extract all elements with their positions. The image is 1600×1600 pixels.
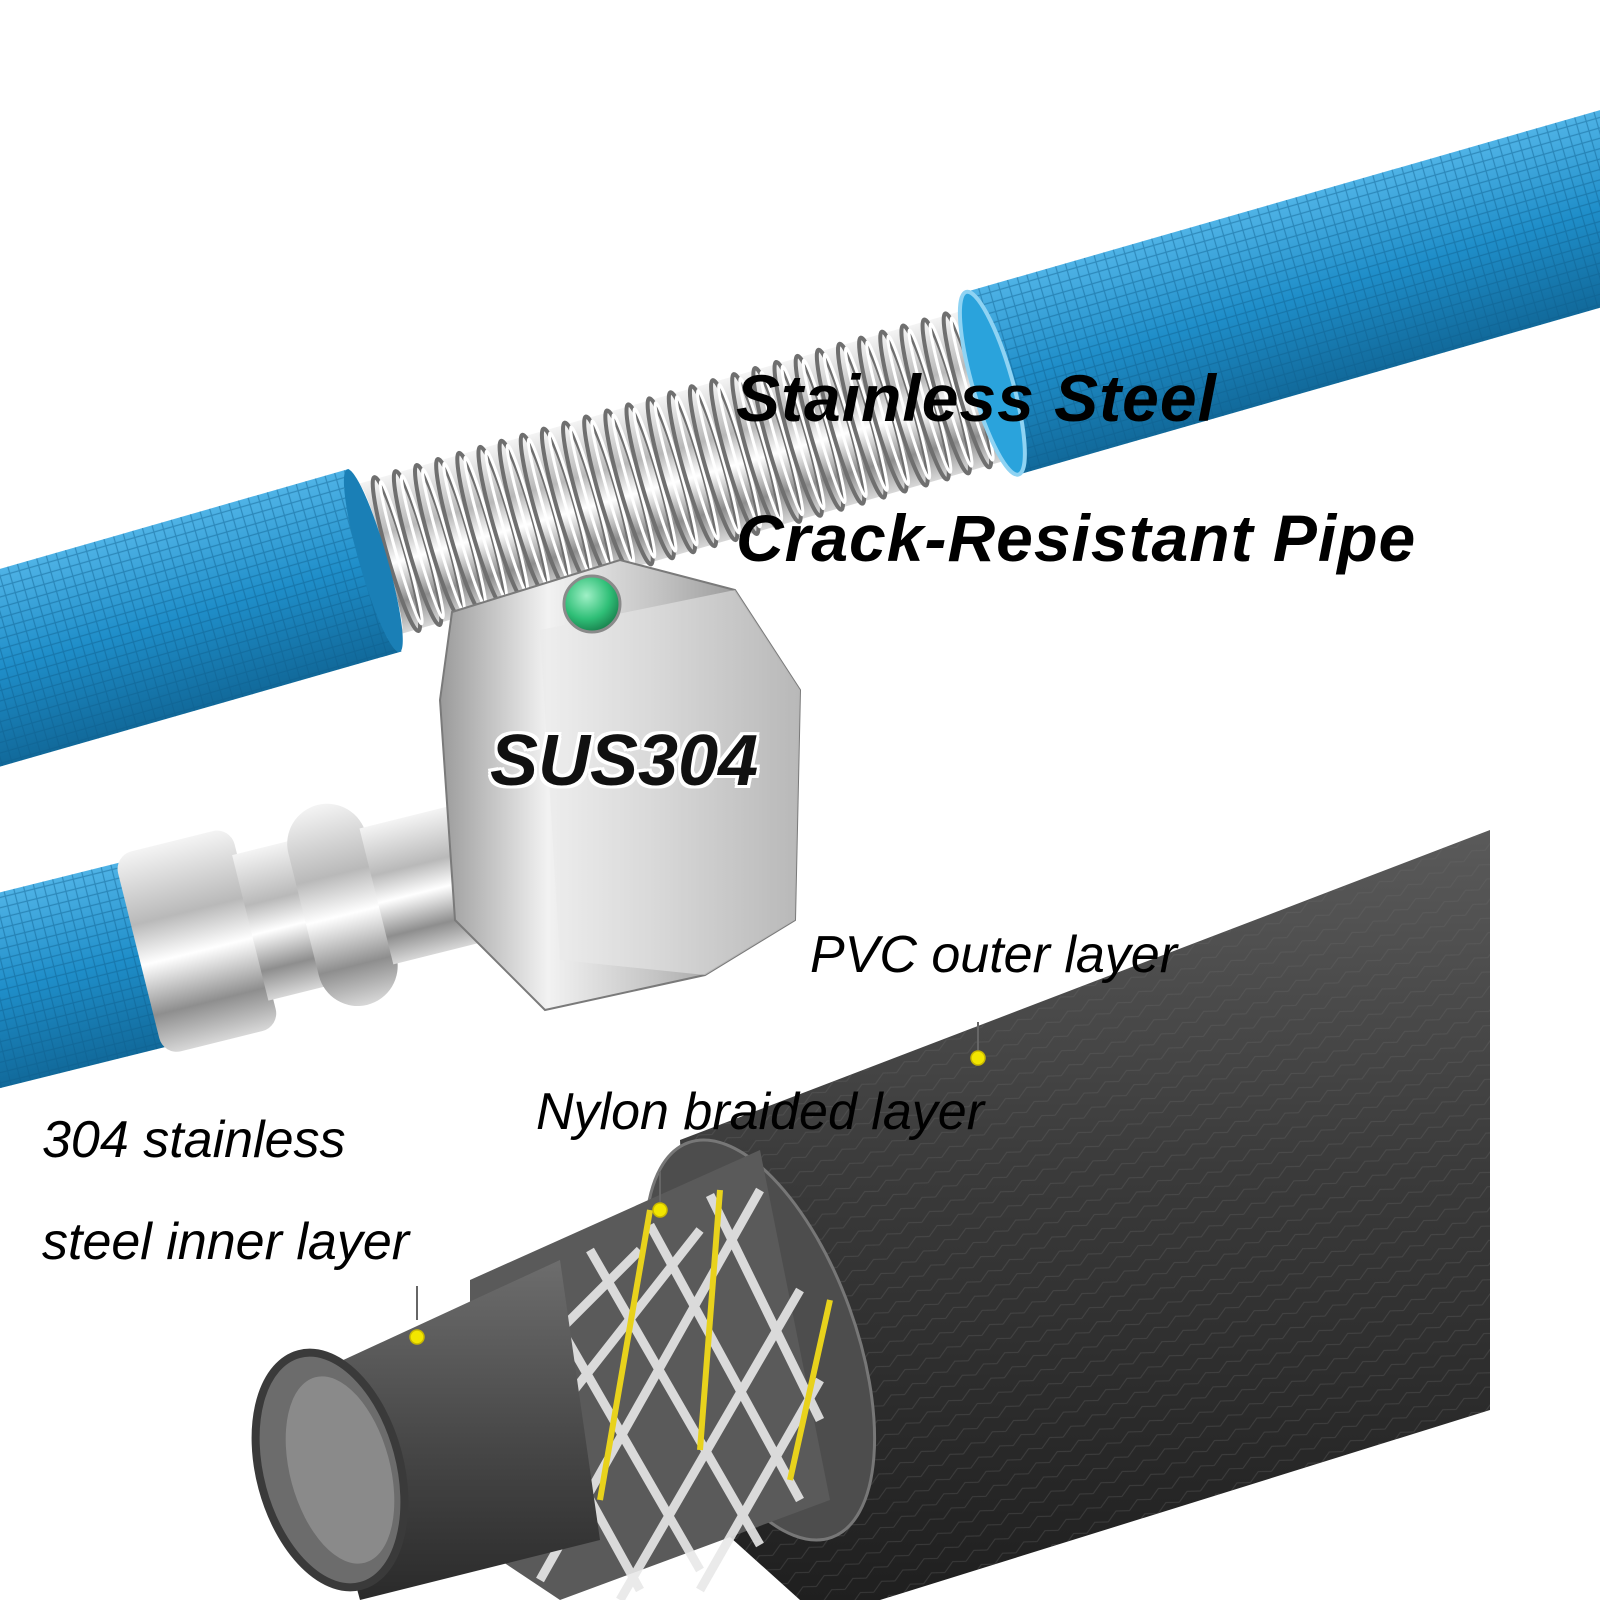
bellows-rib-highlight [928,322,974,468]
bellows-rib-highlight [780,364,826,511]
ferrule [117,830,277,1052]
indicator-dot [562,574,622,634]
nylon-pointer-dot [652,1202,668,1218]
headline-line-2: Crack-Resistant Pipe [736,501,1417,575]
bellows-rib-highlight [399,474,445,620]
cutaway-pipe [251,830,1490,1600]
label-inner-layer-line-2: steel inner layer [42,1213,410,1271]
bellows-rib-highlight [653,401,699,547]
bellows-rib-highlight [695,389,741,535]
bellows-rib-highlight [907,328,953,474]
pvc-pointer-dot [970,1050,986,1066]
bellows-rib-highlight [844,346,889,492]
bellows-rib-highlight [886,334,932,480]
bellows-rib-highlight [822,352,868,499]
label-inner-layer-line-1: 304 stainless [42,1111,346,1169]
bellows-rib-highlight [801,358,847,505]
inner-pointer-dot [409,1329,425,1345]
headline-line-1: Stainless Steel [736,361,1217,435]
callout-pointers [416,1022,979,1320]
bellows-rib-highlight [611,413,657,559]
label-pvc-outer-layer: PVC outer layer [810,926,1178,984]
label-nylon-braided-layer: Nylon braided layer [536,1083,985,1141]
bellows-rib-highlight [865,340,911,486]
bellows-rib-highlight [632,407,678,553]
material-mark: SUS304 [490,721,759,801]
bellows-rib-highlight [674,395,720,541]
bellows-rib-highlight [738,376,784,523]
bellows-rib-highlight [717,383,763,529]
bellows-rib-highlight [378,480,424,626]
bellows-rib-highlight [759,370,805,517]
fitting [0,558,802,1109]
